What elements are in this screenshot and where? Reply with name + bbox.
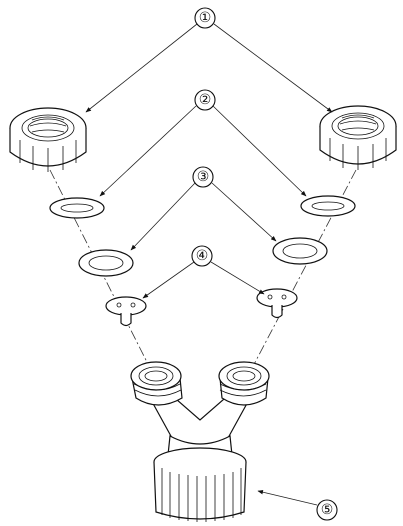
callout-1-label: ① [199,10,212,26]
o-ring-right [272,237,328,265]
callout-2-label: ② [199,92,212,108]
leader-lines [85,23,333,506]
valve-insert-left [105,296,147,327]
union-nut-left [9,107,87,172]
union-nut-right [319,105,397,170]
washer-right [300,195,356,217]
o-ring-left [78,249,134,277]
callout-5-label: ⑤ [321,502,334,518]
washer-left [49,197,105,219]
y-body-assembly [130,361,270,522]
callout-4: ④ [191,245,213,267]
callout-3: ③ [192,166,214,188]
callout-1: ① [194,7,216,29]
callout-5: ⑤ [316,499,338,521]
valve-insert-right [256,288,298,319]
callout-2: ② [194,89,216,111]
callout-3-label: ③ [197,169,210,185]
callout-4-label: ④ [196,248,209,264]
